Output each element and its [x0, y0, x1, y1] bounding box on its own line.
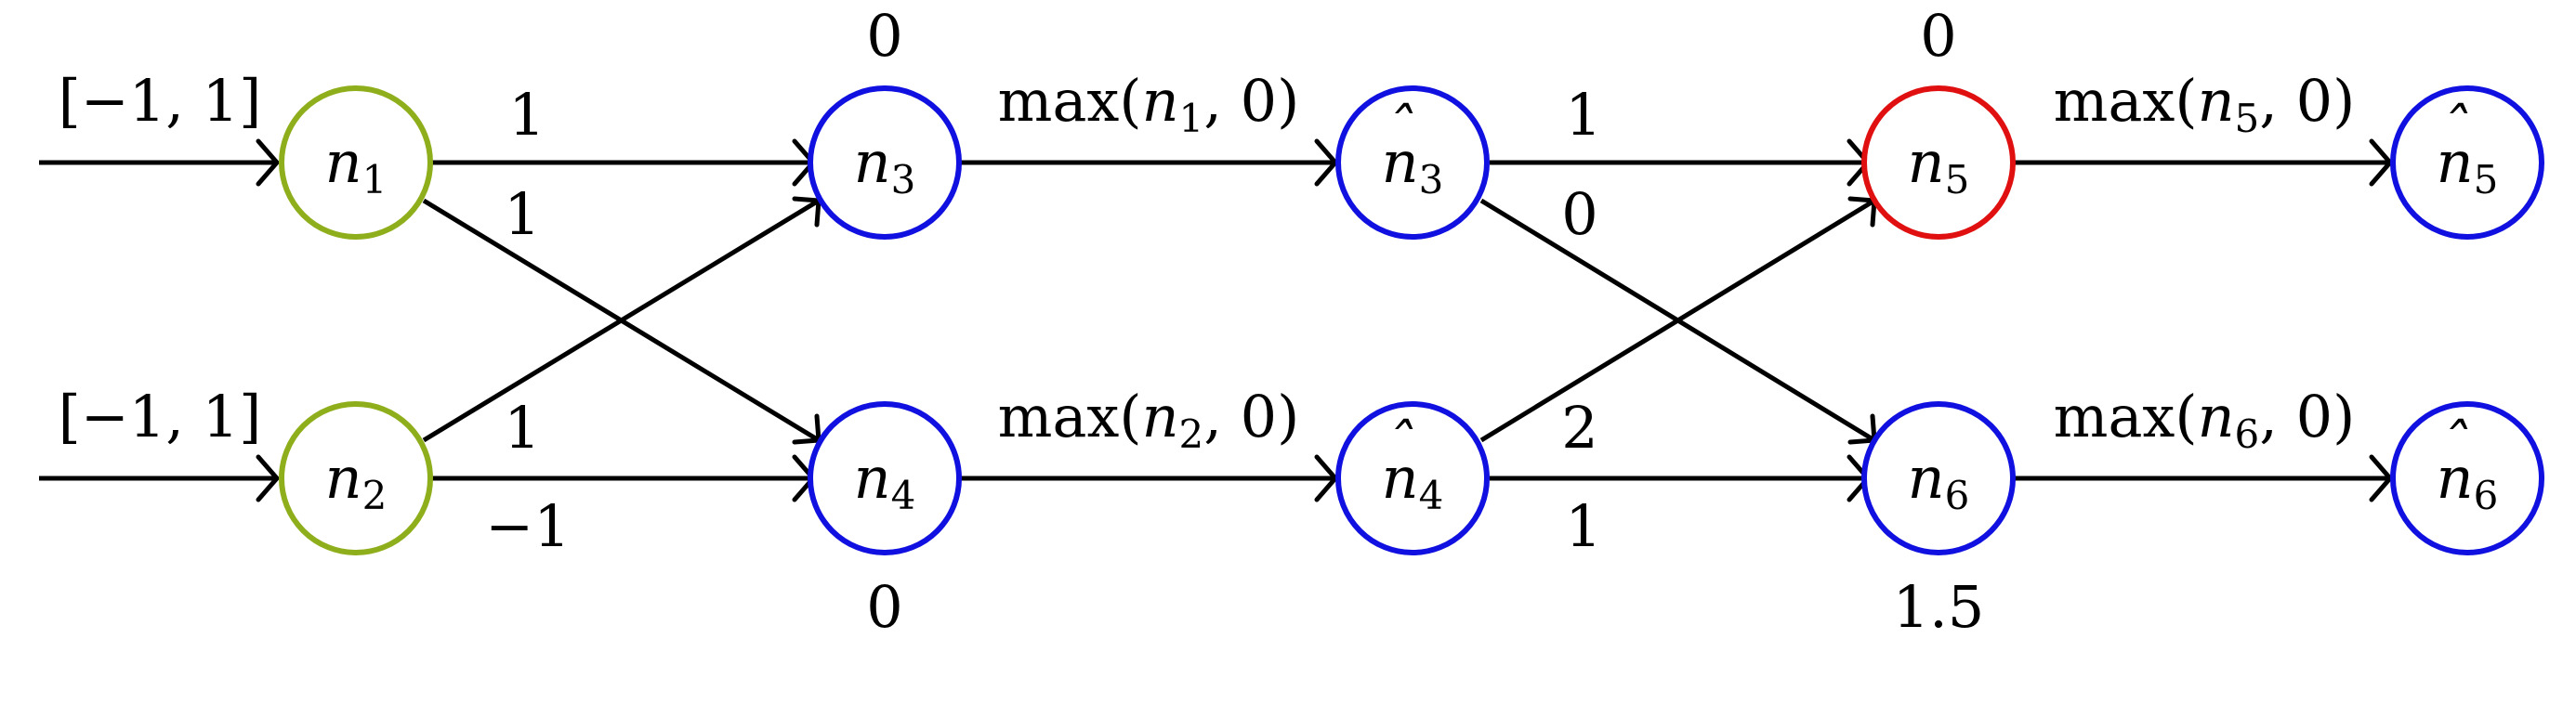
bias-labels: 0 0 0 1.5: [866, 2, 1984, 641]
activation-labels: max(n1, 0) max(n2, 0) max(n5, 0) max(n6,…: [998, 67, 2356, 457]
activation-n3-n1: max(n1, 0): [998, 67, 1300, 141]
node-n1-circle: [279, 85, 433, 240]
activation-n6: max(n6, 0): [2054, 383, 2356, 457]
node-n1: n1: [279, 85, 433, 240]
bias-n4: 0: [866, 573, 902, 641]
node-n3-circle: [808, 85, 962, 240]
node-nh6: n6 ˆ: [2390, 401, 2544, 555]
node-nh6-hat: ˆ: [2440, 411, 2469, 478]
node-n2-label: n2: [325, 444, 388, 518]
arrowhead-input-n1: [256, 138, 280, 187]
activation-n5: max(n5, 0): [2054, 67, 2356, 141]
input-range-n2: [−1, 1]: [59, 383, 262, 450]
weight-n1-n4: 1: [504, 180, 540, 248]
node-n6-circle: [1861, 401, 2016, 555]
weight-n2-n4: −1: [485, 492, 570, 560]
node-n6: n6: [1861, 401, 2016, 555]
node-n4-circle: [808, 401, 962, 555]
node-n5-circle: [1861, 85, 2016, 240]
weight-n2-n3: 1: [504, 394, 540, 462]
arrowhead-input-n2: [256, 454, 280, 502]
weight-n1-n3: 1: [508, 81, 545, 149]
node-nh6-label: n6: [2437, 444, 2499, 518]
node-n3-label: n3: [854, 128, 916, 202]
bias-n6: 1.5: [1893, 573, 1985, 641]
weight-nh4-n5: 2: [1561, 394, 1597, 462]
node-nh4: n4 ˆ: [1335, 401, 1490, 555]
node-nh3-circle: [1335, 85, 1490, 240]
activation-n4-n2: max(n2, 0): [998, 383, 1300, 457]
node-nh3-label: n3: [1382, 128, 1444, 202]
node-n2-circle: [279, 401, 433, 555]
node-n4-label: n4: [854, 444, 916, 518]
edge-n2-n3: [422, 198, 821, 443]
weight-nh3-n6: 0: [1561, 180, 1597, 248]
input-labels: [−1, 1] [−1, 1]: [59, 67, 262, 450]
bias-n5: 0: [1920, 2, 1956, 70]
node-nh5: n5 ˆ: [2390, 85, 2544, 240]
node-nh5-hat: ˆ: [2440, 95, 2469, 163]
node-nh4-circle: [1335, 401, 1490, 555]
node-n4: n4: [808, 401, 962, 555]
node-nh3: n3 ˆ: [1335, 85, 1490, 240]
node-n6-label: n6: [1908, 444, 1970, 518]
bias-n3: 0: [866, 2, 902, 70]
node-n3: n3: [808, 85, 962, 240]
weight-nh3-n5: 1: [1565, 81, 1601, 149]
node-nh4-label: n4: [1382, 444, 1444, 518]
node-nh5-circle: [2390, 85, 2544, 240]
weight-labels: 1 1 1 −1 1 0 2 1: [485, 81, 1601, 560]
node-nh3-hat: ˆ: [1386, 95, 1414, 163]
node-n1-label: n1: [325, 128, 388, 202]
node-n5: n5: [1861, 85, 2016, 240]
edge-nh4-n5: [1479, 198, 1876, 443]
node-n2: n2: [279, 401, 433, 555]
input-range-n1: [−1, 1]: [59, 67, 262, 135]
edges: [39, 138, 2393, 502]
weight-nh4-n6: 1: [1565, 492, 1601, 560]
node-nh6-circle: [2390, 401, 2544, 555]
node-nh4-hat: ˆ: [1386, 411, 1414, 478]
node-n5-label: n5: [1908, 128, 1970, 202]
node-nh5-label: n5: [2437, 128, 2499, 202]
nodes: n1 n2 n3 n4 n3 ˆ n4 ˆ: [279, 85, 2544, 555]
